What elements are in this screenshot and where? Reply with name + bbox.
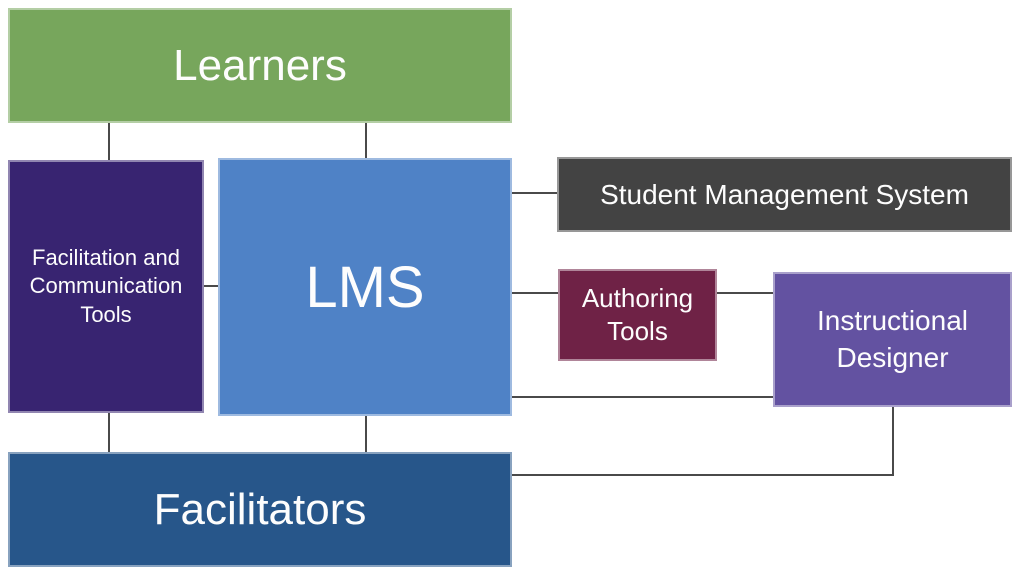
node-facilitators-label: Facilitators	[153, 484, 367, 534]
connector-facilitation-tools-lms	[204, 285, 218, 287]
node-learners: Learners	[8, 8, 512, 123]
node-student-management-system-label: Student Management System	[600, 178, 969, 210]
node-facilitation-communication-tools: Facilitation and Communication Tools	[8, 160, 204, 413]
connector-authoring-tools-instructional-designer	[717, 292, 773, 294]
connector-learners-facilitation-tools	[108, 123, 110, 160]
connector-lms-facilitators	[365, 416, 367, 452]
connector-facilitators-instructional-designer-horizontal	[512, 474, 894, 476]
connector-facilitation-tools-facilitators	[108, 413, 110, 452]
connector-lms-instructional-designer	[512, 396, 773, 398]
node-authoring-tools: Authoring Tools	[558, 269, 717, 361]
node-facilitators: Facilitators	[8, 452, 512, 567]
connector-learners-lms	[365, 123, 367, 158]
connector-lms-student-management-system	[512, 192, 557, 194]
node-authoring-tools-label: Authoring Tools	[581, 282, 694, 346]
node-lms-label: LMS	[305, 254, 425, 320]
node-facilitation-communication-tools-label: Facilitation and Communication Tools	[29, 245, 183, 327]
node-student-management-system: Student Management System	[557, 157, 1012, 232]
node-learners-label: Learners	[173, 40, 347, 90]
node-instructional-designer: Instructional Designer	[773, 272, 1012, 407]
connector-facilitators-instructional-designer-vertical	[892, 407, 894, 476]
node-lms: LMS	[218, 158, 512, 416]
node-instructional-designer-label: Instructional Designer	[817, 305, 968, 373]
connector-lms-authoring-tools	[512, 292, 558, 294]
